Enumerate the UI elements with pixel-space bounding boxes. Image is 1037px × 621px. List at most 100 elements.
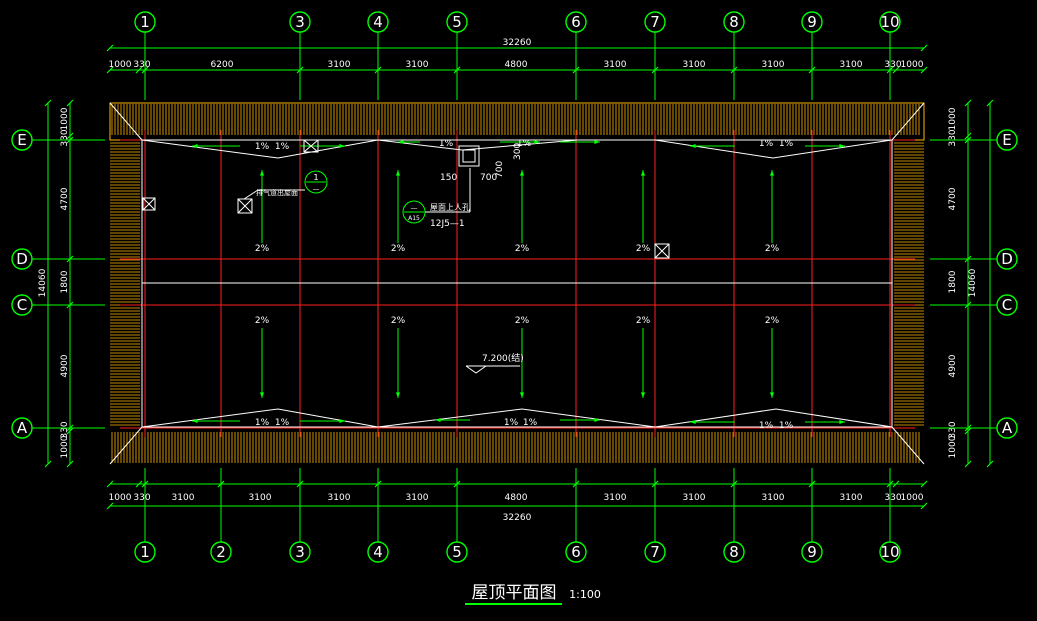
vent-note-group: 排气道出屋面 1 — [243, 170, 328, 200]
axis-bubble-top-5: 5 [446, 11, 468, 33]
dim-side-seg-left: 1800 [60, 270, 70, 293]
svg-text:1: 1 [140, 13, 150, 31]
dim-bottom-seg: 3100 [328, 493, 351, 503]
roof-hatch [458, 145, 480, 167]
axis-bubble-left-E: E [11, 129, 33, 151]
slope-label-upper: 2% [255, 244, 270, 254]
hip-br [891, 426, 925, 465]
dim-side-seg-right: 1000 [948, 435, 958, 458]
dim-side-seg-left: 4700 [60, 187, 70, 210]
dim-bottom-seg: 330 [133, 493, 150, 503]
elevation-mark: 7.200(结) [465, 352, 524, 374]
hip-tl [109, 102, 143, 141]
dim-bottom-seg: 3100 [683, 493, 706, 503]
svg-text:A: A [17, 419, 28, 437]
axis-bubble-right-D: D [996, 248, 1018, 270]
dim-top-seg: 3100 [683, 60, 706, 70]
axis-bubble-bottom-6: 6 [565, 541, 587, 563]
vent-box [303, 139, 319, 153]
dim-bottom-seg: 3100 [172, 493, 195, 503]
dim-side-seg-left: 4900 [60, 354, 70, 377]
dim-side-total-left: 14060 [38, 268, 48, 297]
slope-label-top: 1% [779, 139, 794, 149]
ridge-top [141, 139, 893, 159]
slope-label-upper: 2% [391, 244, 406, 254]
svg-text:6: 6 [571, 543, 581, 561]
svg-text:5: 5 [452, 543, 462, 561]
slope-label-upper: 2% [515, 244, 530, 254]
axis-bubble-top-6: 6 [565, 11, 587, 33]
dim-bottom-seg: 1000 [109, 493, 132, 503]
svg-text:C: C [1002, 296, 1012, 314]
dim-top-seg: 3100 [604, 60, 627, 70]
svg-text:7: 7 [650, 13, 660, 31]
axis-bubble-left-C: C [11, 294, 33, 316]
axis-bubble-top-9: 9 [801, 11, 823, 33]
svg-text:7: 7 [650, 543, 660, 561]
dim-side-seg-left: 1000 [60, 107, 70, 130]
axis-bubble-left-D: D [11, 248, 33, 270]
dim-bottom-seg: 330 [884, 493, 901, 503]
vent-boxes [142, 139, 670, 259]
dim-side-seg-right: 1800 [948, 270, 958, 293]
dim-top-seg: 3100 [762, 60, 785, 70]
slope-label-lower: 2% [636, 316, 651, 326]
slope-label-upper: 2% [636, 244, 651, 254]
svg-text:8: 8 [729, 543, 739, 561]
slope-label-bottom: 1% [255, 418, 270, 428]
vent-box [237, 198, 253, 214]
svg-text:8: 8 [729, 13, 739, 31]
slope-label-bottom: 1% [504, 418, 519, 428]
svg-text:4: 4 [373, 13, 383, 31]
dim-side-seg-right: 330 [948, 421, 958, 438]
hatch-circle-bottom: A15 [408, 215, 420, 222]
dim-side-seg-right: 4900 [948, 354, 958, 377]
axis-bubble-top-10: 10 [879, 11, 901, 33]
svg-text:9: 9 [807, 543, 817, 561]
dim-bottom-total: 32260 [503, 513, 532, 523]
dim-top-seg: 3100 [406, 60, 429, 70]
dim-side-seg-right: 4700 [948, 187, 958, 210]
slope-label-upper: 2% [765, 244, 780, 254]
axis-bubble-top-7: 7 [644, 11, 666, 33]
slope-label-top: 1% [517, 139, 532, 149]
ridge-bottom [141, 408, 893, 428]
slope-label-bottom: 1% [523, 418, 538, 428]
slope-label-bottom: 1% [779, 421, 794, 431]
axis-bubble-bottom-3: 3 [289, 541, 311, 563]
dim-bottom-seg: 4800 [505, 493, 528, 503]
dim-side-seg-left: 1000 [60, 435, 70, 458]
hatch-note-group: — A15 屋面上人孔 12J5—1 150 700 700 300 [402, 143, 523, 229]
slope-label-top: 1% [759, 139, 774, 149]
axis-bubble-bottom-2: 2 [210, 541, 232, 563]
svg-text:3: 3 [295, 543, 305, 561]
dimension-lines [47, 47, 991, 507]
axis-bubble-right-E: E [996, 129, 1018, 151]
slope-labels: 1%1%1%1%1%1%1%1%1%1%1%1%2%2%2%2%2%2%2%2%… [255, 139, 794, 431]
dim-top-total: 32260 [503, 38, 532, 48]
detail-circle-bottom: — [313, 185, 320, 193]
dim-bottom-seg: 3100 [762, 493, 785, 503]
dim-bottom-seg: 3100 [406, 493, 429, 503]
svg-text:1: 1 [140, 543, 150, 561]
axis-bubble-right-A: A [996, 417, 1018, 439]
svg-text:10: 10 [880, 13, 899, 31]
hatch-ref: 12J5—1 [430, 219, 465, 229]
svg-text:A: A [1002, 419, 1013, 437]
vent-note: 排气道出屋面 [256, 188, 298, 197]
axis-bubble-bottom-1: 1 [134, 541, 156, 563]
svg-text:D: D [16, 250, 28, 268]
hatch-dim-300-v: 300 [513, 143, 523, 160]
hatch-dim-700-v: 700 [495, 161, 505, 178]
elevation-text: 7.200(结) [482, 352, 524, 364]
svg-text:C: C [17, 296, 27, 314]
hip-bl [109, 426, 143, 465]
axis-bubble-top-4: 4 [367, 11, 389, 33]
slope-label-bottom: 1% [275, 418, 290, 428]
dim-top-seg: 1000 [901, 60, 924, 70]
dim-bottom-seg: 1000 [901, 493, 924, 503]
drawing-title: 屋顶平面图 [472, 583, 557, 603]
slope-label-lower: 2% [255, 316, 270, 326]
